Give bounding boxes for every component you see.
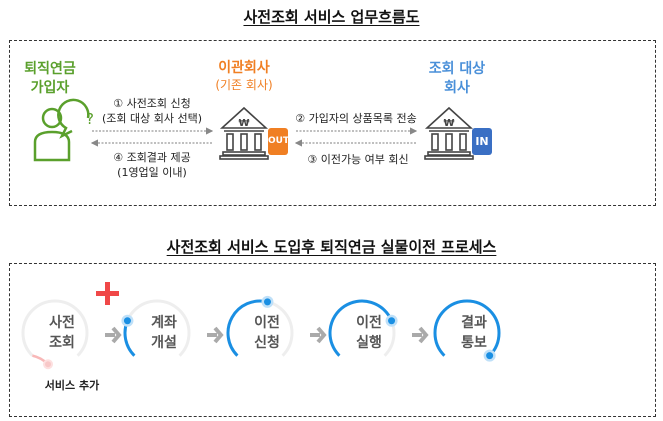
transfer-out-label: 이관회사(기존 회사): [215, 60, 273, 92]
out-badge: OUT: [268, 128, 289, 155]
step2-text: ② 가입자의 상품목록 전송: [295, 112, 417, 125]
next-arrow-icon: [310, 326, 327, 344]
next-arrow-icon: [105, 326, 122, 344]
next-arrow-icon: [412, 326, 429, 344]
process-step: [328, 299, 398, 357]
progress-arc: [226, 299, 268, 357]
progress-track: [21, 299, 89, 357]
title-workflow: 사전조회 서비스 업무흐름도: [243, 8, 420, 26]
progress-arc: [433, 299, 501, 357]
won-sign: ₩: [443, 118, 454, 129]
process-step: [121, 299, 191, 357]
process-step: [433, 299, 501, 362]
process-step: [226, 295, 294, 357]
step1-text: ① 사전조회 신청(조회 대상 회사 선택): [101, 97, 203, 125]
in-badge: IN: [472, 128, 492, 155]
title-process: 사전조회 서비스 도입후 퇴직연금 실물이전 프로세스: [166, 238, 497, 256]
workflow-box: [9, 40, 656, 206]
won-sign: ₩: [238, 118, 249, 129]
process-box: [9, 263, 656, 417]
step4-text: ④ 조회결과 제공(1영업일 이내): [113, 151, 191, 179]
bank-icon: ₩: [219, 106, 269, 160]
question-mark: ?: [86, 110, 94, 128]
step3-text: ③ 이전가능 여부 회신: [307, 153, 409, 166]
bank-icon: ₩: [424, 106, 474, 160]
process-step: [21, 282, 119, 370]
service-added-note: 서비스 추가: [44, 379, 100, 392]
arrows: [90, 127, 418, 147]
next-arrow-icon: [207, 326, 224, 344]
person-question-icon: [33, 98, 90, 162]
progress-arc: [328, 299, 393, 357]
